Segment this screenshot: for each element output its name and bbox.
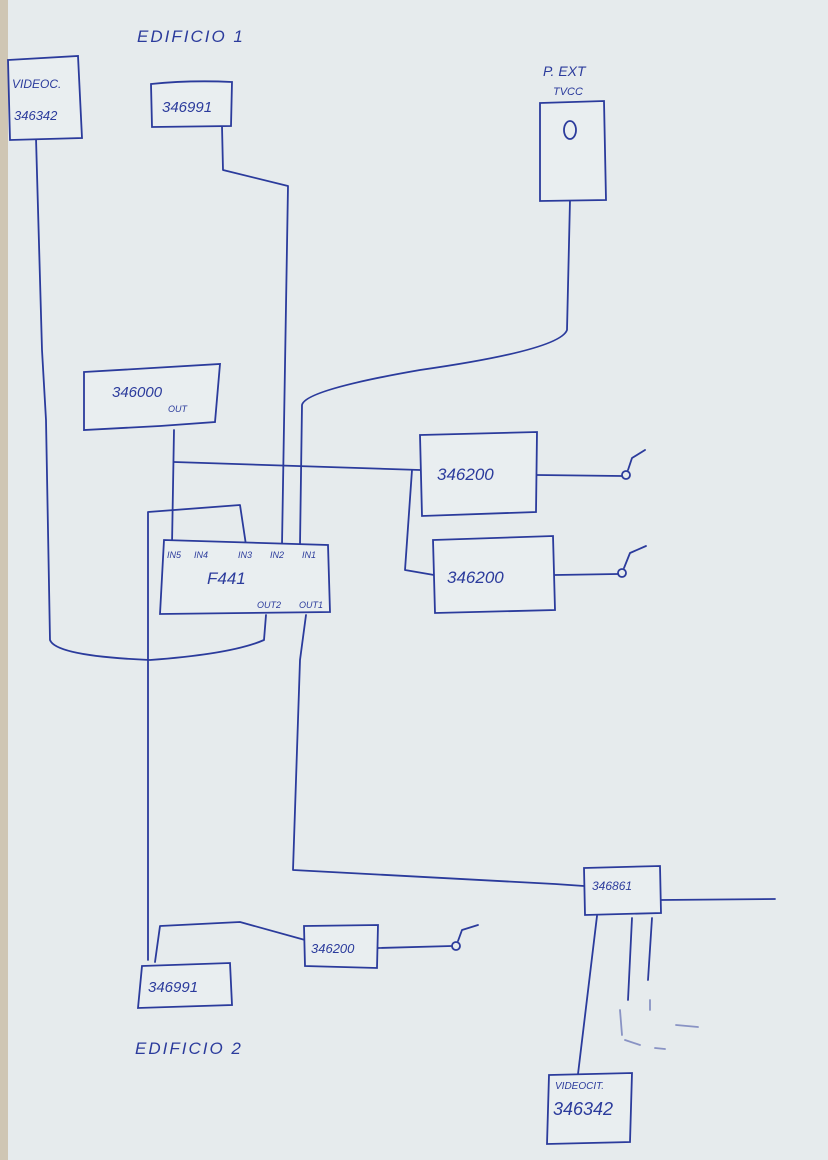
external-panel-tvcc: P. EXT TVCC	[539, 63, 607, 202]
wire-pext-to-in1	[299, 199, 571, 546]
paper-edge	[0, 0, 8, 1160]
device-label: P. EXT	[543, 63, 587, 79]
unit-346200-b: 346200	[432, 535, 556, 614]
unit-346200-c: 346200	[303, 924, 379, 969]
wire-loop-in3	[147, 504, 247, 961]
videocit-346342-bottom: VIDEOCIT. 346342	[546, 1072, 633, 1145]
wire-346861-riser-a	[627, 917, 633, 1001]
wire-tail	[457, 924, 479, 942]
unit-346000: 346000 OUT	[83, 363, 221, 431]
device-code: F441	[207, 569, 246, 588]
wire-out1-to-346861	[292, 614, 585, 887]
device-code: 346200	[447, 568, 504, 587]
wire-346991-to-in2	[221, 125, 289, 546]
wire-346861-to-videocit	[577, 915, 598, 1075]
wires	[35, 125, 776, 1075]
terminal-icon	[621, 470, 631, 480]
device-code: 346200	[437, 465, 494, 484]
wire-346861-riser-b	[647, 917, 653, 981]
device-code: 346861	[592, 879, 632, 893]
port-label: OUT	[168, 404, 189, 414]
wire-branch-346200-b	[404, 469, 435, 576]
terminal-icon	[451, 941, 461, 951]
wire-346861-right	[659, 898, 776, 901]
unit-346991-bottom: 346991	[137, 962, 233, 1009]
device-code: 346991	[148, 979, 198, 996]
terminal-icon	[617, 568, 627, 578]
device-code: 346342	[14, 108, 58, 123]
device-label: VIDEOC.	[12, 77, 61, 91]
wire-346000-to-in5	[171, 429, 175, 546]
heading-building-1: EDIFICIO 1	[137, 27, 245, 46]
device-code: 346000	[112, 384, 163, 401]
wire-ed2-to-346200	[154, 921, 306, 963]
device-code: 346200	[311, 941, 355, 956]
port-in2: IN2	[270, 550, 284, 560]
wire-tail	[623, 545, 647, 569]
wire-346200-c-out	[377, 945, 453, 949]
wire-videoc-to-out2	[35, 137, 267, 661]
wire-faint-dashes	[619, 999, 699, 1050]
device-label: TVCC	[553, 86, 583, 98]
unit-346861: 346861	[583, 865, 662, 916]
heading-building-2: EDIFICIO 2	[135, 1039, 243, 1058]
port-in5: IN5	[167, 550, 182, 560]
wire-tail	[627, 449, 646, 471]
wire-bus-346200	[173, 461, 421, 471]
port-in4: IN4	[194, 550, 208, 560]
port-in1: IN1	[302, 550, 316, 560]
port-out2: OUT2	[257, 600, 281, 610]
port-out1: OUT1	[299, 600, 323, 610]
wire-346200-b-out	[554, 573, 619, 576]
camera-icon	[563, 120, 577, 140]
device-code: 346342	[553, 1099, 613, 1119]
port-in3: IN3	[238, 550, 252, 560]
device-label: VIDEOCIT.	[555, 1081, 604, 1092]
unit-346200-a: 346200	[419, 431, 538, 517]
videoc-346342-top: VIDEOC. 346342	[7, 55, 83, 141]
unit-346991-top: 346991	[150, 80, 233, 128]
device-code: 346991	[162, 99, 212, 116]
wire-346200-a-out	[536, 474, 623, 477]
f441-switcher: IN5 IN4 IN3 IN2 IN1 F441 OUT2 OUT1	[159, 539, 331, 615]
